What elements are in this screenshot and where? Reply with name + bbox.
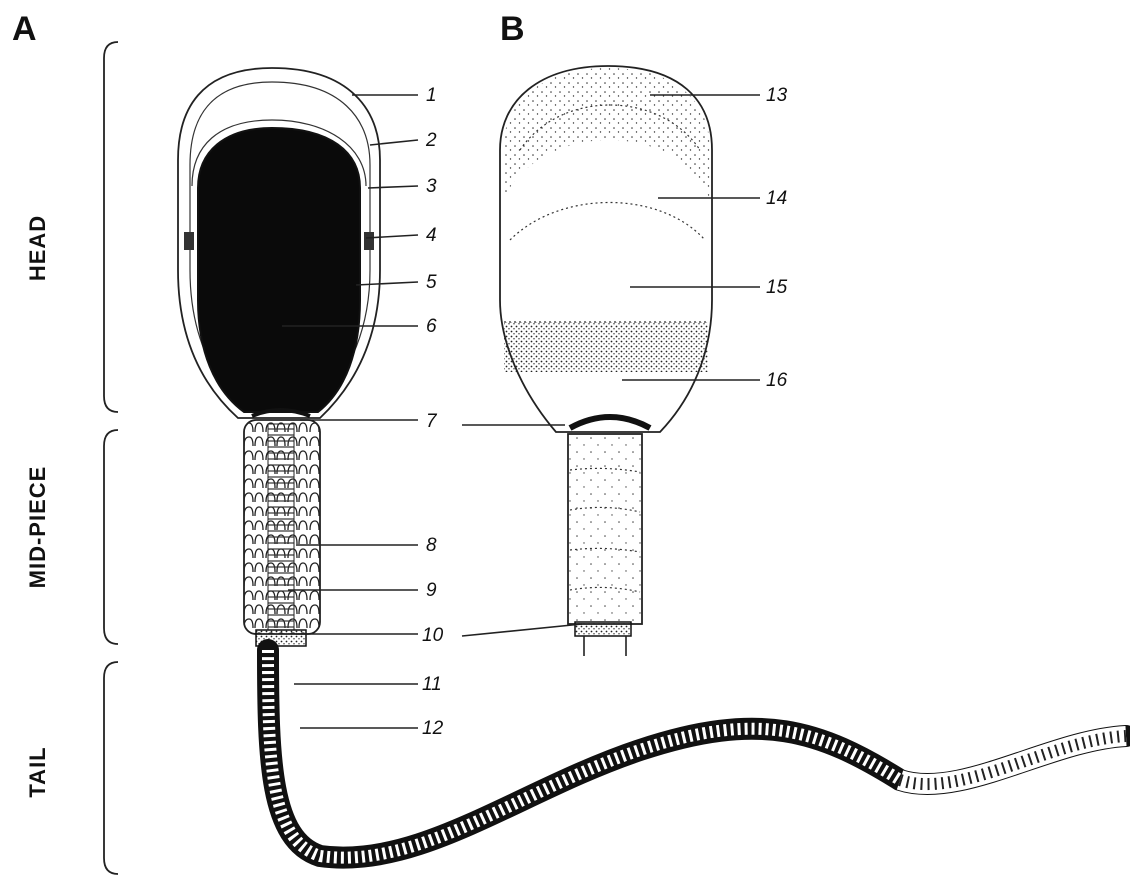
callout-15: 15 (766, 277, 788, 298)
panel-label-b: B (500, 10, 525, 48)
head-bracket (104, 42, 118, 412)
panel-a-section-drawing (178, 68, 1126, 858)
callout-8: 8 (426, 535, 437, 556)
callout-14: 14 (766, 188, 787, 209)
callout-3: 3 (426, 176, 437, 197)
mid-piece-bracket (104, 430, 118, 644)
callout-5: 5 (426, 272, 437, 293)
region-label-head: HEAD (25, 215, 50, 281)
callout-10: 10 (422, 625, 444, 646)
callout-12: 12 (422, 718, 444, 739)
callout-16: 16 (766, 370, 788, 391)
region-label-tail: TAIL (25, 746, 50, 797)
callout-4: 4 (426, 225, 437, 246)
tail-bracket (104, 662, 118, 874)
callout-11: 11 (422, 674, 442, 695)
panel-label-a: A (12, 10, 37, 48)
callout-2: 2 (425, 130, 437, 151)
callout-13: 13 (766, 85, 788, 106)
callout-7: 7 (426, 411, 438, 432)
panel-b-surface-drawing (500, 66, 712, 656)
nucleus (198, 128, 360, 412)
callout-6: 6 (426, 316, 437, 337)
callout-1: 1 (426, 85, 437, 106)
region-label-mid-piece: MID-PIECE (25, 466, 50, 589)
callout-9: 9 (426, 580, 437, 601)
